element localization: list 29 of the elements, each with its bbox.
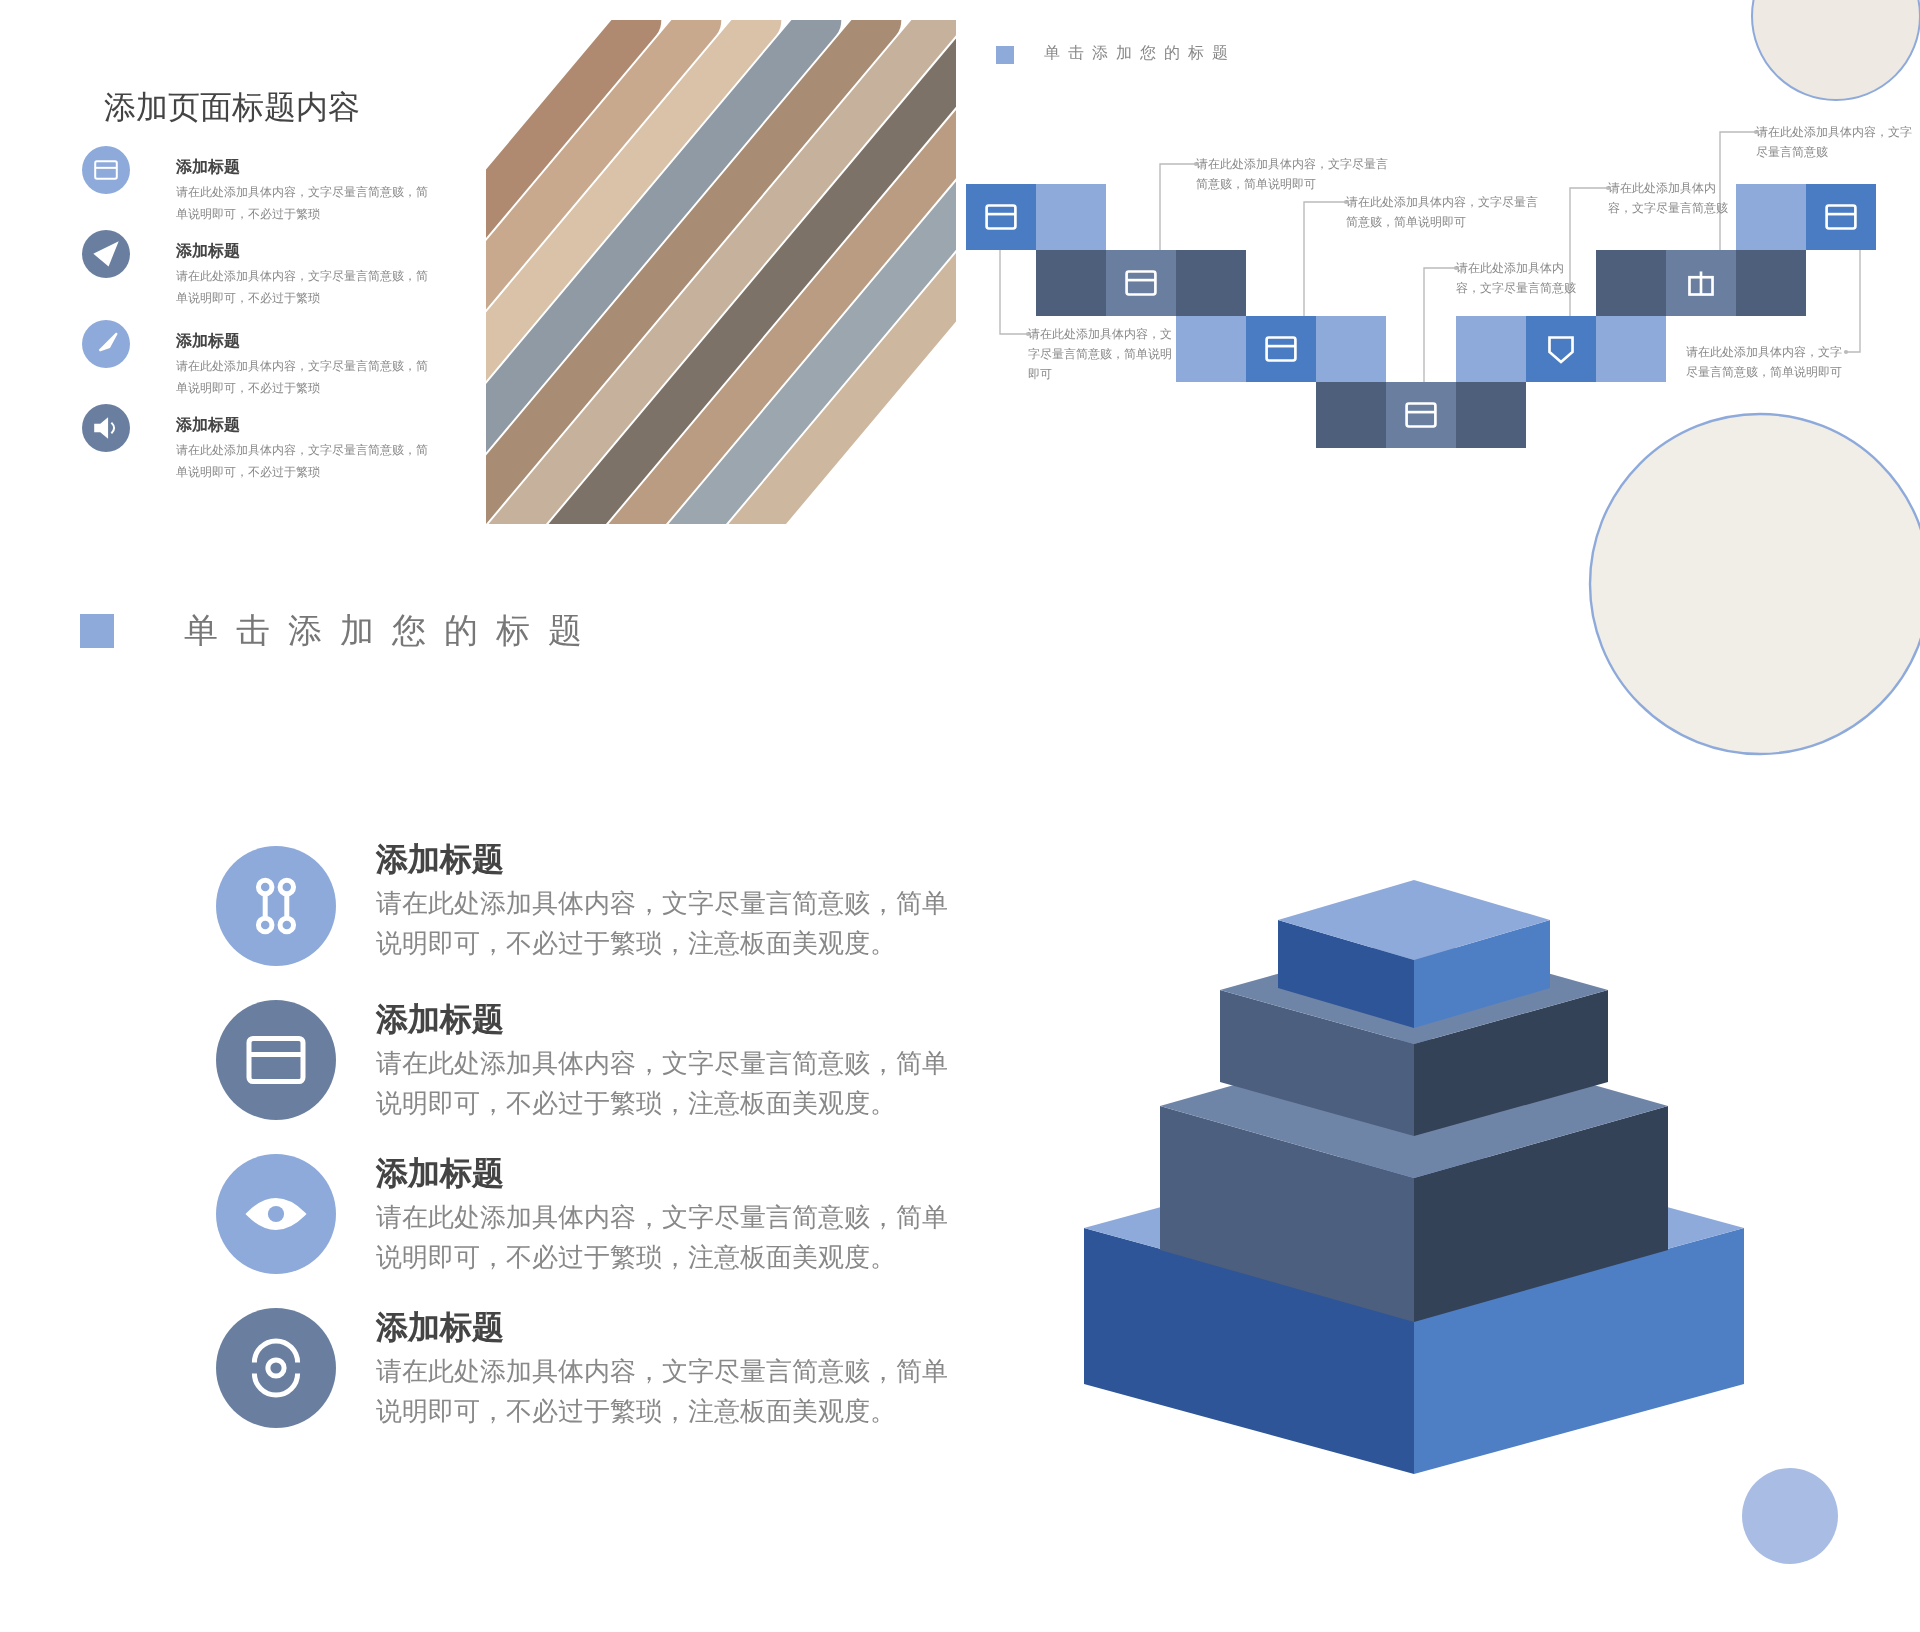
item-description: 请在此处添加具体内容，文字尽量言简意赅，简单说明即可，不必过于繁琐，注意板面美观度。 bbox=[376, 1356, 950, 1432]
process-step bbox=[1666, 250, 1736, 316]
item-heading: 添加标题 bbox=[176, 240, 242, 262]
item-heading: 添加标题 bbox=[376, 1308, 506, 1348]
leader-line bbox=[1843, 249, 1861, 355]
item-heading: 添加标题 bbox=[176, 330, 242, 352]
process-step bbox=[1246, 316, 1316, 382]
slide-title: 单击添加您的标题 bbox=[1044, 42, 1236, 64]
slide-title: 添加页面标题内容 bbox=[104, 88, 360, 130]
item-heading: 添加标题 bbox=[176, 414, 242, 436]
item-description: 请在此处添加具体内容，文字尽量言简意赅，简单说明即可，不必过于繁琐，注意板面美观度。 bbox=[376, 888, 950, 964]
process-step bbox=[1806, 184, 1876, 250]
leader-line bbox=[999, 249, 1031, 337]
process-step bbox=[1386, 382, 1456, 448]
item-heading: 添加标题 bbox=[376, 1154, 506, 1194]
process-step bbox=[966, 184, 1036, 250]
leader-line bbox=[1423, 265, 1459, 383]
slide-title: 单击添加您的标题 bbox=[184, 610, 600, 654]
item-heading: 添加标题 bbox=[376, 840, 506, 880]
item-description: 请在此处添加具体内容，文字尽量言简意赅，简单说明即可，不必过于繁琐，注意板面美观度。 bbox=[376, 1202, 950, 1278]
process-step bbox=[1526, 316, 1596, 382]
item-heading: 添加标题 bbox=[376, 1000, 506, 1040]
item-description: 请在此处添加具体内容，文字尽量言简意赅，简单说明即可，不必过于繁琐，注意板面美观度。 bbox=[376, 1048, 950, 1124]
leader-line bbox=[1159, 161, 1199, 251]
process-step bbox=[1106, 250, 1176, 316]
leader-line bbox=[1719, 129, 1759, 251]
leader-line bbox=[1303, 199, 1349, 317]
leader-line bbox=[1569, 185, 1611, 317]
item-heading: 添加标题 bbox=[176, 156, 242, 178]
